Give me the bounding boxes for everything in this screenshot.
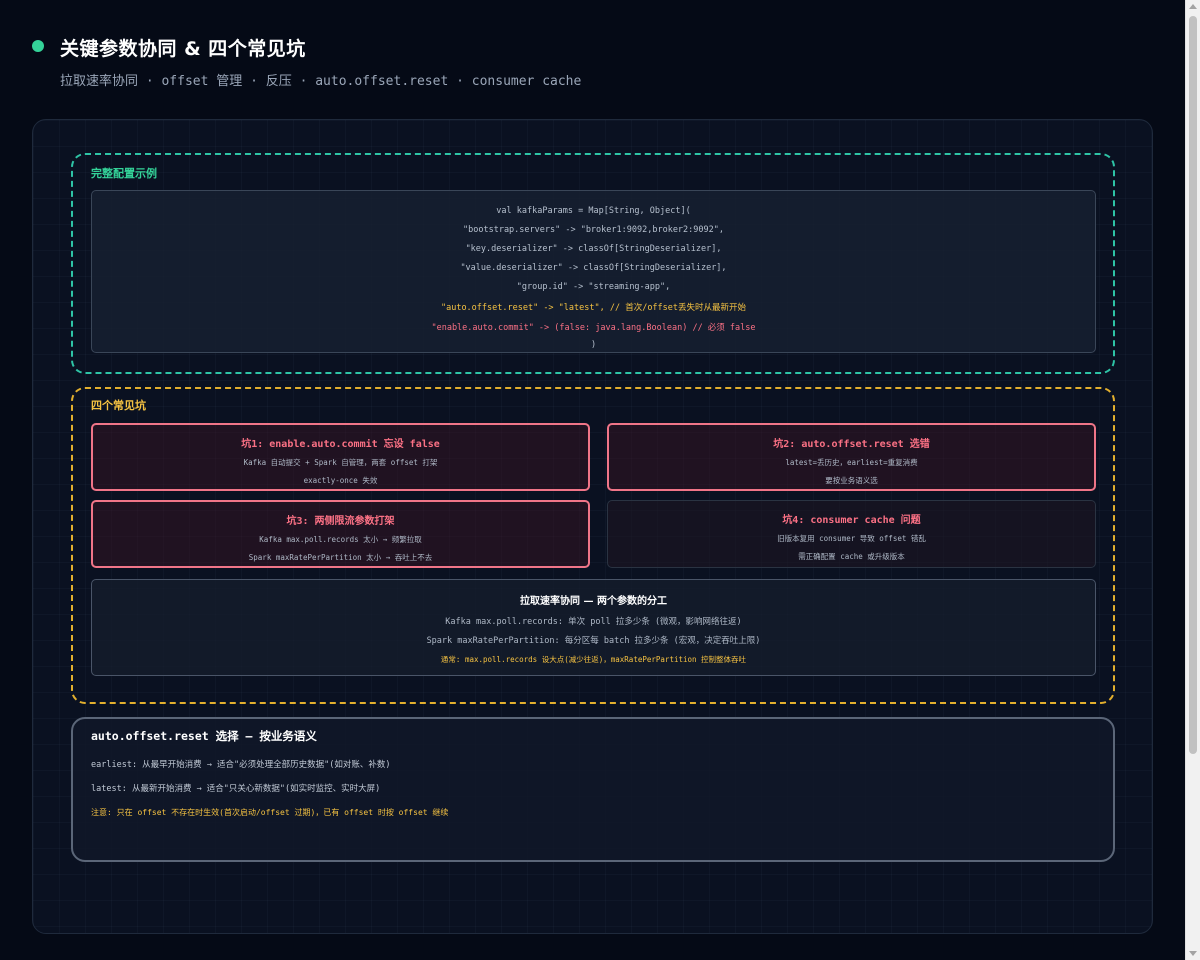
code-line-highlight: "auto.offset.reset" -> "latest", // 首次/o… <box>440 303 747 313</box>
code-line: "key.deserializer" -> classOf[StringDese… <box>465 244 722 254</box>
pit-card-4: 坑4: consumer cache 问题 旧版本复用 consumer 导致 … <box>607 500 1096 568</box>
scroll-up-icon[interactable] <box>1189 4 1197 9</box>
pit-card-1: 坑1: enable.auto.commit 忘设 false Kafka 自动… <box>91 423 590 491</box>
rate-collab-box: 拉取速率协同 — 两个参数的分工 Kafka max.poll.records:… <box>91 579 1096 676</box>
page-subtitle: 拉取速率协同 · offset 管理 · 反压 · auto.offset.re… <box>60 74 582 89</box>
title-dot-icon <box>32 40 44 52</box>
pit-description: 旧版本复用 consumer 导致 offset 错乱 <box>777 534 926 543</box>
pits-section: 四个常见坑 坑1: enable.auto.commit 忘设 false Ka… <box>71 387 1115 704</box>
pit-description: Spark maxRatePerPartition 太小 → 吞吐上不去 <box>248 553 433 562</box>
code-line: val kafkaParams = Map[String, Object]( <box>496 206 691 216</box>
config-section-label: 完整配置示例 <box>91 167 157 180</box>
pit-description: 要按业务语义选 <box>825 476 878 485</box>
collab-note: 通常: max.poll.records 设大点(减少往返)，maxRatePe… <box>440 655 747 664</box>
config-section: 完整配置示例 val kafkaParams = Map[String, Obj… <box>71 153 1115 374</box>
pit-title: 坑3: 两侧限流参数打架 <box>286 516 395 527</box>
pit-card-3: 坑3: 两侧限流参数打架 Kafka max.poll.records 太小 →… <box>91 500 590 568</box>
diagram-panel: 完整配置示例 val kafkaParams = Map[String, Obj… <box>32 119 1153 934</box>
reset-latest: latest: 从最新开始消费 → 适合"只关心新数据"(如实时监控、实时大屏) <box>91 784 381 794</box>
pit-title: 坑4: consumer cache 问题 <box>782 515 921 526</box>
offset-reset-section: auto.offset.reset 选择 — 按业务语义 earliest: 从… <box>71 717 1115 862</box>
collab-title: 拉取速率协同 — 两个参数的分工 <box>520 596 667 607</box>
pit-title: 坑1: enable.auto.commit 忘设 false <box>241 439 440 450</box>
code-line: "group.id" -> "streaming-app", <box>516 282 671 292</box>
code-line-warning: "enable.auto.commit" -> (false: java.lan… <box>431 323 756 333</box>
reset-earliest: earliest: 从最早开始消费 → 适合"必须处理全部历史数据"(如对账、补… <box>91 760 391 770</box>
pit-description: Kafka max.poll.records 太小 → 频繁拉取 <box>259 535 422 544</box>
pit-description: exactly-once 失效 <box>303 476 378 485</box>
page-title: 关键参数协同 & 四个常见坑 <box>60 38 306 60</box>
scroll-thumb[interactable] <box>1189 16 1197 754</box>
code-line: ) <box>590 340 597 350</box>
collab-line: Kafka max.poll.records: 单次 poll 拉多少条 (微观… <box>445 617 742 627</box>
reset-note: 注意: 只在 offset 不存在时生效(首次启动/offset 过期)，已有 … <box>91 808 449 817</box>
code-line: "value.deserializer" -> classOf[StringDe… <box>460 263 727 273</box>
code-line: "bootstrap.servers" -> "broker1:9092,bro… <box>463 225 724 235</box>
scroll-down-icon[interactable] <box>1189 951 1197 956</box>
collab-line: Spark maxRatePerPartition: 每分区每 batch 拉多… <box>426 636 761 646</box>
pit-card-2: 坑2: auto.offset.reset 选错 latest=丢历史，earl… <box>607 423 1096 491</box>
pit-title: 坑2: auto.offset.reset 选错 <box>773 439 930 450</box>
config-code-block: val kafkaParams = Map[String, Object]( "… <box>91 190 1096 353</box>
vertical-scrollbar[interactable] <box>1185 0 1200 960</box>
pit-description: latest=丢历史，earliest=重复消费 <box>785 458 918 467</box>
pits-section-label: 四个常见坑 <box>91 399 146 412</box>
pit-description: Kafka 自动提交 + Spark 自管理，两套 offset 打架 <box>243 458 438 467</box>
pit-description: 需正确配置 cache 或升级版本 <box>798 552 905 561</box>
reset-title: auto.offset.reset 选择 — 按业务语义 <box>91 729 317 743</box>
